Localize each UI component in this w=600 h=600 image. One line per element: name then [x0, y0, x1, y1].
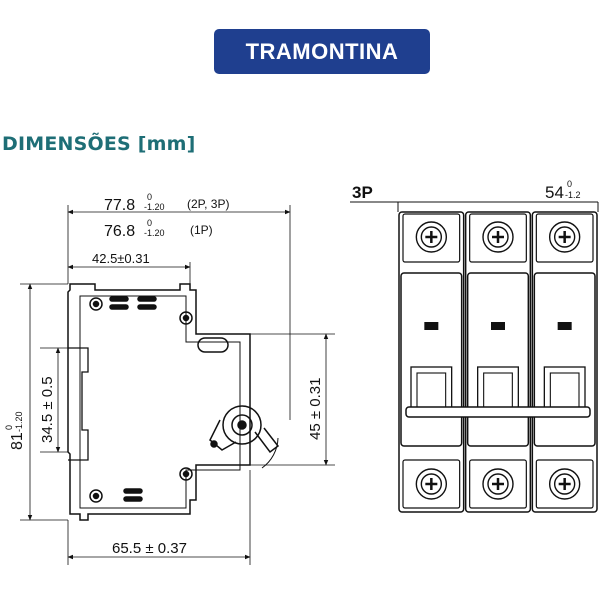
- dim-rail-height: 34.5 ± 0.5: [39, 376, 56, 443]
- dim-front-width-tol-lower: -1.2: [565, 190, 581, 200]
- dim-front-width-value: 54: [545, 183, 564, 202]
- dim-width-single-tol-upper: 0: [147, 218, 152, 228]
- dim-front-height: 45 ± 0.31: [307, 378, 324, 440]
- dim-height: 81 0 -1.20: [4, 411, 26, 450]
- terminal-screw-icon: [482, 468, 514, 500]
- dim-width-single-note: (1P): [190, 223, 213, 237]
- dim-width-single-tol-lower: -1.20: [144, 228, 165, 238]
- handle-tie-bar: [405, 406, 591, 418]
- breaker-pole: [398, 211, 465, 513]
- terminal-screw-icon: [415, 221, 448, 253]
- brand-name: TRAMONTINA: [245, 38, 399, 64]
- indicator-window: [491, 322, 505, 330]
- toggle-handle: [549, 372, 580, 413]
- din-clip: [68, 347, 89, 461]
- dim-width-single-value: 76.8: [104, 223, 135, 240]
- section-title: DIMENSÕES [mm]: [2, 133, 196, 155]
- breaker-side-outline: [67, 283, 251, 521]
- dim-height-value: 81: [9, 432, 26, 450]
- front-view-header-line: [350, 201, 599, 212]
- dim-width-multi: 77.8 0 -1.20 (2P, 3P): [104, 192, 229, 214]
- dim-base-depth: 65.5 ± 0.37: [112, 540, 187, 557]
- terminal-screw-icon: [548, 468, 581, 500]
- dim-front-depth: 42.5±0.31: [92, 251, 150, 266]
- breaker-pole: [531, 211, 598, 513]
- toggle-handle: [416, 372, 447, 413]
- indicator-window: [557, 322, 572, 330]
- dim-width-single: 76.8 0 -1.20 (1P): [104, 218, 213, 240]
- toggle-handle: [483, 372, 513, 413]
- terminal-screw-icon: [482, 221, 514, 253]
- dim-height-tol-upper: 0: [4, 425, 14, 430]
- dim-front-width: 54 0 -1.2: [545, 179, 581, 202]
- dim-width-multi-tol-lower: -1.20: [144, 202, 165, 212]
- breaker-front-view: [398, 211, 598, 513]
- dim-width-multi-tol-upper: 0: [147, 192, 152, 202]
- terminal-screw-icon: [548, 221, 581, 253]
- terminal-screw-icon: [415, 468, 448, 500]
- brand-logo: TRAMONTINA: [214, 29, 430, 74]
- indicator-window: [424, 322, 439, 330]
- dim-height-tol-lower: -1.20: [14, 411, 24, 432]
- dim-width-multi-value: 77.8: [104, 197, 135, 214]
- dim-width-multi-note: (2P, 3P): [187, 197, 229, 211]
- dim-front-width-tol-upper: 0: [567, 179, 572, 189]
- breaker-pole: [464, 211, 532, 513]
- front-view-label: 3P: [352, 183, 373, 202]
- side-view: [67, 283, 280, 521]
- side-view-dimensions: [20, 205, 335, 565]
